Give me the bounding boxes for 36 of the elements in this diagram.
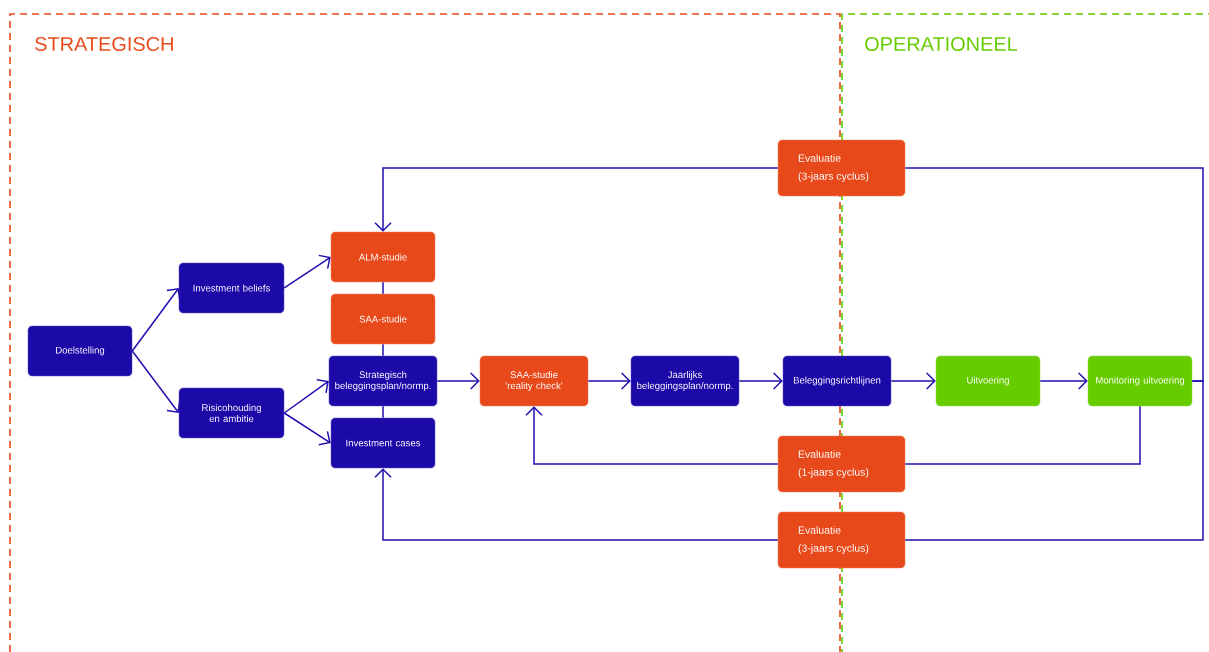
arrow — [587, 372, 631, 390]
region-title: OPERATIONEEL — [865, 36, 1018, 52]
arrow — [131, 288, 181, 352]
arrow — [525, 406, 779, 465]
arrow — [374, 468, 779, 541]
process-box: Doelstelling — [27, 325, 133, 377]
connector-line — [382, 281, 384, 295]
study-box: SAA-studie 'reality check' — [479, 355, 589, 407]
connector-line — [904, 405, 1141, 465]
arrow — [283, 379, 329, 414]
arrow — [436, 372, 480, 390]
process-box: Beleggingsrichtlijnen — [782, 355, 892, 407]
study-box: SAA-studie — [330, 293, 436, 345]
arrow — [1039, 372, 1088, 390]
study-box: Evaluatie (3-jaars cyclus) — [777, 511, 906, 569]
arrow — [131, 350, 181, 413]
connector-line — [382, 343, 384, 357]
arrow — [738, 372, 783, 390]
process-box: Jaarlijks beleggingsplan/normp. — [630, 355, 740, 407]
process-box: Risicohouding en ambitie — [178, 387, 285, 439]
arrow — [283, 254, 331, 289]
operation-box: Monitoring uitvoering — [1087, 355, 1193, 407]
process-box: Investment beliefs — [178, 262, 285, 314]
process-box: Investment cases — [330, 417, 436, 469]
region-title: STRATEGISCH — [35, 36, 173, 52]
study-box: Evaluatie (3-jaars cyclus) — [777, 139, 906, 197]
process-box: Strategisch beleggingsplan/normp. — [328, 355, 438, 407]
study-box: Evaluatie (1-jaars cyclus) — [777, 435, 906, 493]
operation-box: Uitvoering — [935, 355, 1041, 407]
connector-line — [382, 405, 384, 419]
arrow — [890, 372, 936, 390]
connector-line — [904, 167, 1204, 382]
study-box: ALM-studie — [330, 231, 436, 283]
arrow — [283, 412, 331, 446]
arrow — [374, 167, 779, 232]
connector-line — [904, 380, 1204, 541]
